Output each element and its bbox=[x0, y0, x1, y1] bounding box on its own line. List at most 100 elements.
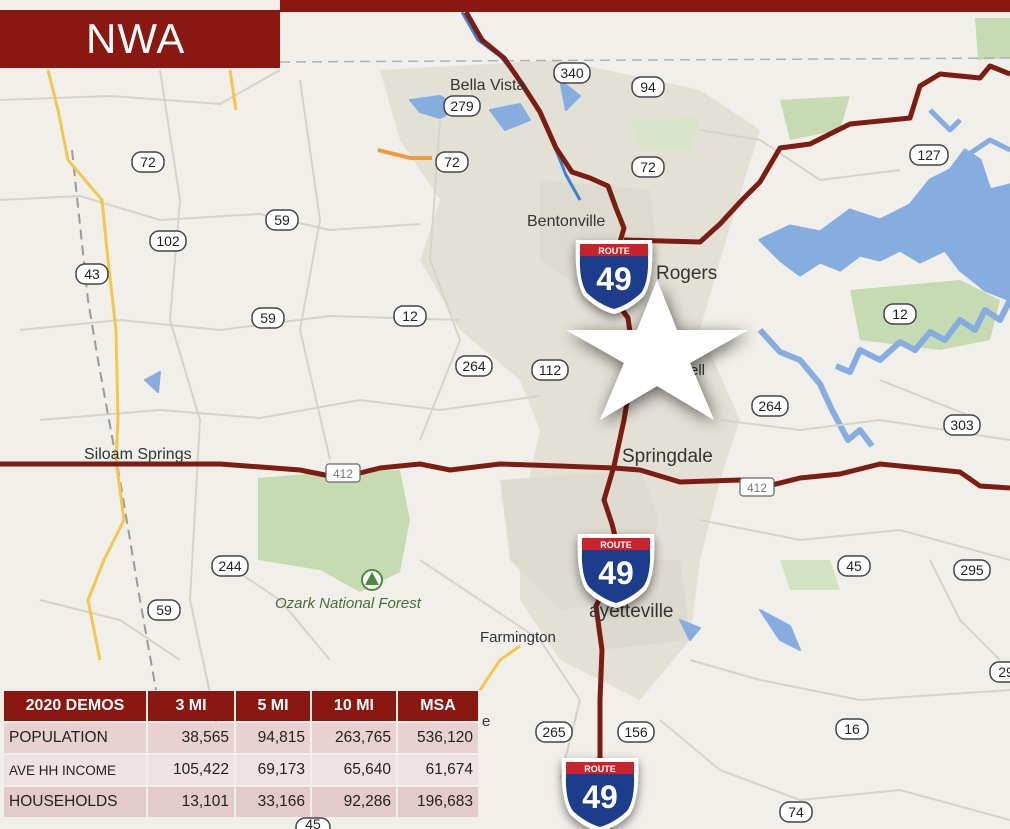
route-49-shield: ROUTE 49 bbox=[561, 758, 639, 829]
road-badge-label: 29 bbox=[998, 664, 1010, 680]
road-badge: 12 bbox=[393, 305, 427, 327]
region-border bbox=[279, 57, 1010, 63]
road-badge-label: 59 bbox=[156, 602, 172, 618]
road-badge-label: 45 bbox=[846, 558, 862, 574]
col-header: 2020 DEMOS bbox=[4, 691, 146, 721]
road-badge: 244 bbox=[211, 555, 249, 577]
road-badge: 12 bbox=[883, 303, 917, 325]
road-badge-label: 112 bbox=[539, 362, 562, 378]
road-badge-label: 412 bbox=[747, 481, 767, 495]
road-badge: 127 bbox=[909, 144, 949, 166]
road-badge-label: 340 bbox=[560, 65, 584, 81]
col-header: 10 MI bbox=[312, 691, 396, 721]
road-badge: 156 bbox=[617, 721, 655, 743]
road-badge-label: 264 bbox=[758, 398, 782, 414]
road-badge: 29 bbox=[989, 661, 1010, 683]
table-cell: 536,120 bbox=[398, 723, 478, 753]
road-badge: 45 bbox=[295, 816, 331, 829]
table-cell: 13,101 bbox=[148, 787, 234, 817]
shield-top-label: ROUTE bbox=[600, 540, 632, 550]
road-badge-label: 264 bbox=[462, 358, 486, 374]
title-banner: NWA bbox=[0, 10, 280, 68]
tree-icon bbox=[361, 569, 383, 591]
road-badge: 412 bbox=[739, 477, 775, 497]
table-header-row: 2020 DEMOS 3 MI 5 MI 10 MI MSA bbox=[4, 691, 478, 721]
place-label-rogers: Rogers bbox=[656, 263, 717, 284]
road-badge: 264 bbox=[455, 355, 493, 377]
table-cell: 65,640 bbox=[312, 755, 396, 785]
major-highways bbox=[0, 10, 1010, 829]
road-badge-label: 412 bbox=[333, 467, 353, 481]
col-header: 5 MI bbox=[236, 691, 310, 721]
table-cell: 38,565 bbox=[148, 723, 234, 753]
row-label: AVE HH INCOME bbox=[4, 755, 146, 785]
place-label-partial: e bbox=[482, 713, 490, 730]
road-badge: 59 bbox=[147, 599, 181, 621]
road-badge-label: 43 bbox=[84, 266, 100, 282]
road-badge: 72 bbox=[435, 151, 469, 173]
road-badge-label: 45 bbox=[305, 816, 321, 829]
page-title: NWA bbox=[86, 15, 186, 62]
road-badge-label: 16 bbox=[844, 721, 860, 737]
place-label-siloam-springs: Siloam Springs bbox=[84, 446, 192, 463]
road-badge-label: 59 bbox=[260, 310, 276, 326]
header-bar bbox=[280, 0, 1010, 12]
road-badge: 102 bbox=[149, 230, 187, 252]
road-badge-label: 74 bbox=[788, 804, 804, 820]
place-label-bentonville: Bentonville bbox=[527, 213, 605, 230]
road-badge-label: 12 bbox=[892, 306, 908, 322]
table-cell: 196,683 bbox=[398, 787, 478, 817]
table-cell: 69,173 bbox=[236, 755, 310, 785]
road-badge-label: 59 bbox=[274, 212, 290, 228]
shield-top-label: ROUTE bbox=[584, 764, 616, 774]
shield-number: 49 bbox=[598, 555, 634, 591]
star-icon[interactable] bbox=[566, 280, 748, 420]
place-label-bella-vista: Bella Vista bbox=[450, 77, 525, 94]
place-label-springdale: Springdale bbox=[622, 446, 713, 467]
road-badges: 340 94 279 72 72 72 127 59 102 43 59 12 … bbox=[75, 62, 1010, 829]
road-badge: 43 bbox=[75, 263, 109, 285]
road-badge: 112 bbox=[531, 359, 569, 381]
road-badge-label: 102 bbox=[156, 233, 180, 249]
table-cell: 94,815 bbox=[236, 723, 310, 753]
road-badge: 59 bbox=[265, 209, 299, 231]
road-badge: 279 bbox=[443, 95, 481, 117]
road-badge: 340 bbox=[553, 62, 591, 84]
shield-number: 49 bbox=[582, 779, 618, 815]
road-badge-label: 303 bbox=[950, 417, 974, 433]
table-cell: 61,674 bbox=[398, 755, 478, 785]
road-badge: 264 bbox=[751, 395, 789, 417]
place-label-ozark-forest: Ozark National Forest bbox=[275, 595, 422, 612]
table-row: HOUSEHOLDS 13,101 33,166 92,286 196,683 bbox=[4, 787, 478, 817]
place-label-fayetteville: ayetteville bbox=[589, 601, 674, 622]
road-badge-label: 279 bbox=[450, 98, 474, 114]
road-badge: 412 bbox=[325, 463, 361, 483]
road-badge: 295 bbox=[953, 559, 991, 581]
table-row: POPULATION 38,565 94,815 263,765 536,120 bbox=[4, 723, 478, 753]
table-cell: 105,422 bbox=[148, 755, 234, 785]
road-badge-label: 127 bbox=[917, 147, 941, 163]
road-badge: 16 bbox=[835, 718, 869, 740]
shield-number: 49 bbox=[596, 261, 632, 297]
orange-road bbox=[377, 148, 432, 160]
local-roads bbox=[0, 69, 1010, 821]
table-cell: 263,765 bbox=[312, 723, 396, 753]
col-header: 3 MI bbox=[148, 691, 234, 721]
row-label: HOUSEHOLDS bbox=[4, 787, 146, 817]
road-badge-label: 156 bbox=[624, 724, 648, 740]
place-labels: Bella Vista Bentonville Rogers ell Siloa… bbox=[84, 77, 717, 730]
forest-areas bbox=[258, 18, 1010, 592]
road-badge: 74 bbox=[779, 801, 813, 823]
road-badge-label: 265 bbox=[542, 724, 566, 740]
water-bodies bbox=[144, 79, 1010, 651]
road-badge: 94 bbox=[631, 76, 665, 98]
road-badge-label: 72 bbox=[640, 159, 656, 175]
road-badge: 265 bbox=[535, 721, 573, 743]
road-badge-label: 12 bbox=[402, 308, 418, 324]
shield-top-label: ROUTE bbox=[598, 246, 630, 256]
road-badge-label: 94 bbox=[640, 79, 656, 95]
route-49-shield: ROUTE 49 bbox=[577, 534, 655, 608]
road-badge: 303 bbox=[943, 414, 981, 436]
